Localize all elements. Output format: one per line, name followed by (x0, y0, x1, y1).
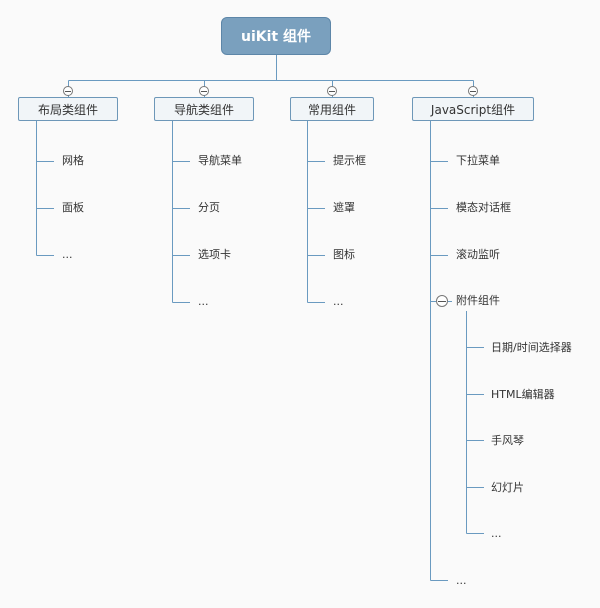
leaf-nav-menu[interactable]: 导航菜单 (198, 154, 242, 167)
leaf-panel[interactable]: 面板 (62, 201, 84, 214)
leaf-tooltip[interactable]: 提示框 (333, 154, 366, 167)
leaf-datetime-picker[interactable]: 日期/时间选择器 (491, 341, 572, 354)
leaf-modal[interactable]: 模态对话框 (456, 201, 511, 214)
collapse-toggle-icon[interactable] (199, 86, 209, 96)
leaf-scrollspy[interactable]: 滚动监听 (456, 248, 500, 261)
leaf-pagination[interactable]: 分页 (198, 201, 220, 214)
leaf-html-editor[interactable]: HTML编辑器 (491, 388, 555, 401)
root-node[interactable]: uiKit 组件 (221, 17, 331, 55)
collapse-toggle-icon[interactable] (468, 86, 478, 96)
leaf-overlay[interactable]: 遮罩 (333, 201, 355, 214)
subcategory-addons[interactable]: 附件组件 (456, 294, 500, 307)
leaf-more[interactable]: ... (456, 574, 467, 587)
leaf-tabs[interactable]: 选项卡 (198, 248, 231, 261)
leaf-icon[interactable]: 图标 (333, 248, 355, 261)
leaf-more[interactable]: ... (62, 248, 73, 261)
leaf-more[interactable]: ... (333, 295, 344, 308)
collapse-toggle-icon[interactable] (63, 86, 73, 96)
category-layout[interactable]: 布局类组件 (18, 97, 118, 121)
collapse-toggle-icon[interactable] (436, 295, 448, 307)
category-navigation[interactable]: 导航类组件 (154, 97, 254, 121)
leaf-accordion[interactable]: 手风琴 (491, 434, 524, 447)
leaf-more[interactable]: ... (198, 295, 209, 308)
category-javascript[interactable]: JavaScript组件 (412, 97, 534, 121)
leaf-slideshow[interactable]: 幻灯片 (491, 481, 524, 494)
collapse-toggle-icon[interactable] (327, 86, 337, 96)
leaf-more[interactable]: ... (491, 527, 502, 540)
category-common[interactable]: 常用组件 (290, 97, 374, 121)
leaf-dropdown[interactable]: 下拉菜单 (456, 154, 500, 167)
leaf-grid[interactable]: 网格 (62, 154, 84, 167)
